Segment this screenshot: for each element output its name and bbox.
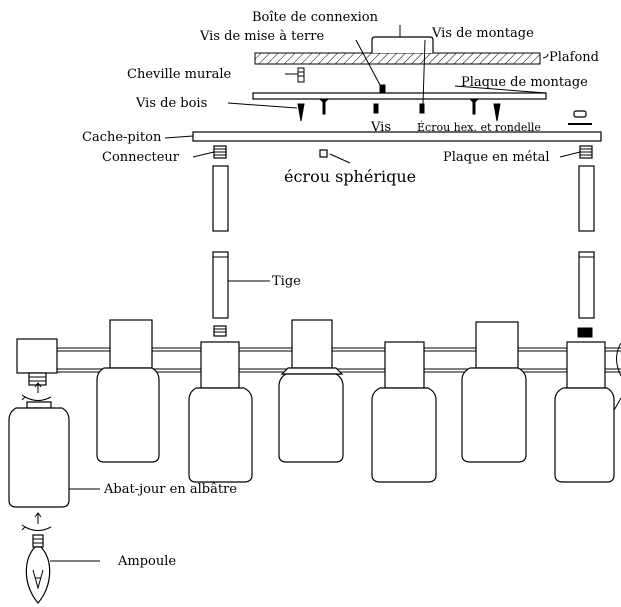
shade-4 xyxy=(371,341,437,483)
rod-left-lower xyxy=(212,251,229,319)
rotate-arrow-lower xyxy=(21,512,52,531)
label-mounting-screw: Vis de montage xyxy=(431,26,534,41)
rod-left-upper xyxy=(212,165,229,232)
shade-5 xyxy=(461,321,527,463)
connector-left xyxy=(213,145,227,159)
label-wood-screw: Vis de bois xyxy=(135,96,207,111)
label-ground-screw: Vis de mise à terre xyxy=(199,29,324,44)
rod-right-lower xyxy=(578,251,595,319)
label-metal-plate: Plaque en métal xyxy=(443,150,550,165)
ball-nut xyxy=(319,149,328,158)
label-connector: Connecteur xyxy=(102,150,180,165)
label-mounting-plate: Plaque de montage xyxy=(461,75,588,90)
wood-screws xyxy=(297,98,501,122)
label-ball-nut: écrou sphérique xyxy=(284,167,416,186)
wall-anchor xyxy=(297,67,305,83)
shade-1 xyxy=(96,319,160,463)
shade-2 xyxy=(188,341,253,483)
connector-right xyxy=(579,145,593,159)
rotate-arrow-upper xyxy=(21,382,52,401)
mounting-plate-screws xyxy=(373,103,425,114)
rod-left-thread xyxy=(213,325,227,337)
label-rod: Tige xyxy=(272,274,301,289)
ground-screw xyxy=(379,84,386,94)
mounting-plate xyxy=(252,92,547,100)
shade-3 xyxy=(278,319,344,463)
label-screw: Vis xyxy=(370,120,391,135)
shade-holder-end xyxy=(16,338,58,386)
rod-right-thread xyxy=(577,327,593,338)
bulb-icon xyxy=(25,534,51,604)
label-ceiling: Plafond xyxy=(549,50,599,65)
label-canopy: Cache-piton xyxy=(82,130,162,145)
label-junction-box: Boîte de connexion xyxy=(252,10,379,25)
rod-right-upper xyxy=(578,165,595,232)
label-wall-anchor: Cheville murale xyxy=(127,67,231,82)
label-alabaster-shade: Abat-jour en albâtre xyxy=(103,482,237,497)
label-hex-nut-washer: Écrou hex. et rondelle xyxy=(417,120,541,134)
alabaster-shade xyxy=(8,401,70,508)
junction-box xyxy=(371,36,434,53)
shade-6 xyxy=(554,341,615,483)
hex-nut xyxy=(573,110,587,118)
ceiling-hatch xyxy=(254,52,541,65)
leader-lines xyxy=(50,25,581,562)
label-bulb: Ampoule xyxy=(117,554,176,569)
